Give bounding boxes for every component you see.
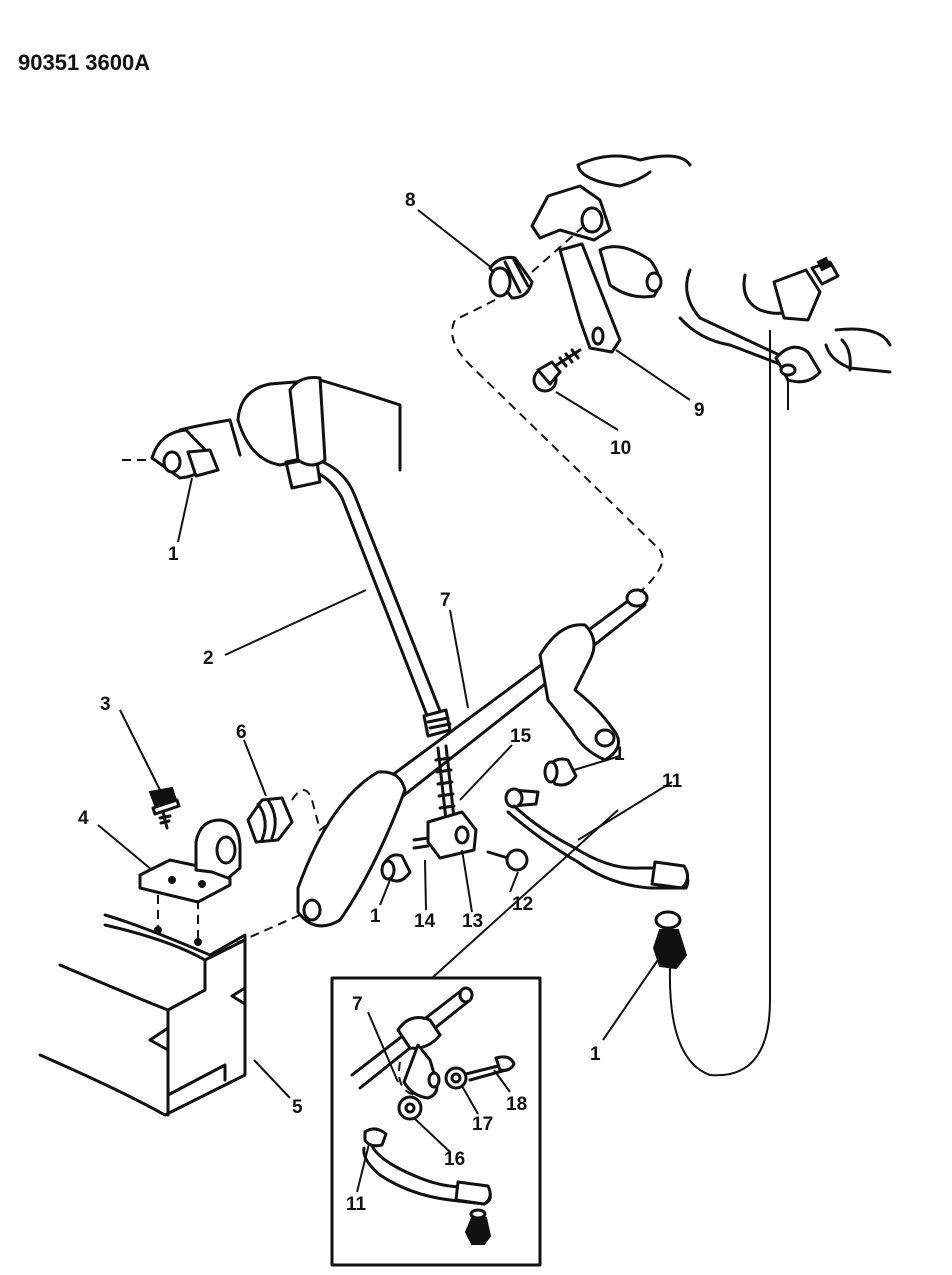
callout-17: 17 <box>472 1114 493 1135</box>
callout-2: 2 <box>203 648 214 669</box>
link-connector <box>412 744 529 872</box>
callout-6: 6 <box>236 722 247 743</box>
callout-leaders <box>97 209 691 1193</box>
callout-15: 15 <box>510 726 532 747</box>
lower-control-arm <box>678 256 892 384</box>
callout-10: 10 <box>610 438 631 459</box>
grommet-1 <box>652 330 789 1077</box>
upper-cross-member <box>122 376 402 480</box>
callout-5: 5 <box>292 1097 303 1118</box>
stabilizer-bar <box>231 588 649 946</box>
callout-1: 1 <box>168 544 179 565</box>
callout-1-lower: 1 <box>370 906 381 927</box>
callout-1-grommet: 1 <box>590 1044 601 1065</box>
callout-1-upper: 1 <box>614 744 625 765</box>
callout-8: 8 <box>405 190 416 211</box>
callout-4: 4 <box>78 808 89 829</box>
bracket-bolt-dashline <box>157 895 199 940</box>
callout-16: 16 <box>444 1149 465 1170</box>
callout-3: 3 <box>100 694 111 715</box>
bolt-3 <box>148 786 181 830</box>
callout-labels: 1 2 3 4 5 6 7 8 9 10 11 12 13 14 15 1 1 … <box>78 190 705 1215</box>
link-rod <box>284 454 452 738</box>
callout-7: 7 <box>440 590 451 611</box>
bushing-8 <box>488 224 586 300</box>
control-arm-link <box>504 787 690 890</box>
upper-routing-dashline <box>451 299 664 593</box>
callout-13: 13 <box>462 911 483 932</box>
callout-14: 14 <box>414 911 436 932</box>
bushing-1-upper <box>543 757 578 787</box>
callout-9: 9 <box>694 400 705 421</box>
upper-bracket-9 <box>530 154 692 354</box>
callout-12: 12 <box>512 894 533 915</box>
frame-rail <box>38 913 247 1117</box>
stabilizer-bracket <box>138 818 242 904</box>
callout-7-inset: 7 <box>352 994 363 1015</box>
callout-18: 18 <box>506 1094 527 1115</box>
callout-11-main: 11 <box>662 771 683 792</box>
bolt-10 <box>532 348 582 393</box>
detail-inset <box>330 809 619 1267</box>
bushing-1-lower <box>380 853 412 883</box>
bushing-6 <box>246 789 346 844</box>
figure-code: 90351 3600A <box>18 50 150 75</box>
callout-11-inset: 11 <box>346 1194 367 1215</box>
